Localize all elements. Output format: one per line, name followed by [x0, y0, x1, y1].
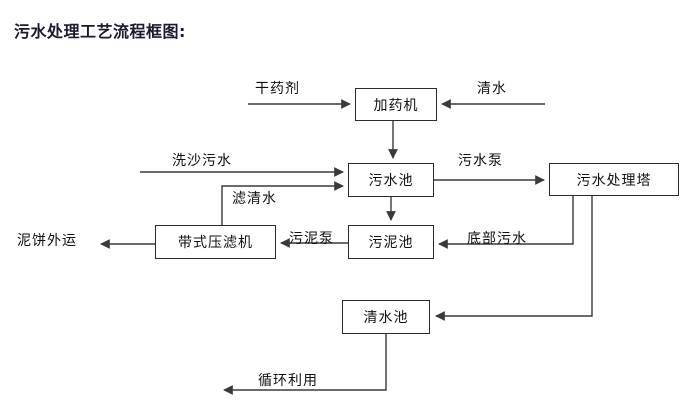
node-label: 带式压滤机 — [178, 235, 253, 251]
label-recycle-reuse: 循环利用 — [258, 373, 318, 389]
node-sludge-pool[interactable]: 污泥池 — [348, 225, 434, 259]
node-label: 污泥池 — [368, 235, 414, 251]
label-dry-reagent: 干药剂 — [255, 81, 300, 97]
node-dosing-machine[interactable]: 加药机 — [355, 88, 437, 121]
label-mud-cake-transport: 泥饼外运 — [17, 233, 77, 249]
label-sewage-pump: 污水泵 — [458, 153, 503, 169]
node-label: 清水池 — [363, 310, 409, 326]
connector-clean-water-pool-to-recycle — [223, 334, 387, 395]
node-label: 污水处理塔 — [576, 172, 652, 189]
node-label: 污水池 — [368, 173, 414, 189]
label-clean-water-in: 清水 — [477, 81, 507, 97]
label-sand-wash-sewage: 洗沙污水 — [172, 153, 232, 169]
node-sewage-pool[interactable]: 污水池 — [348, 163, 434, 197]
node-belt-filter-press[interactable]: 带式压滤机 — [155, 225, 276, 259]
node-clean-water-pool[interactable]: 清水池 — [342, 300, 430, 334]
node-label: 加药机 — [373, 97, 419, 114]
connector-tower-to-clean-water-pool — [435, 196, 593, 321]
label-filtered-clear-water: 滤清水 — [232, 191, 277, 207]
label-sludge-pump: 污泥泵 — [289, 231, 334, 247]
page-title: 污水处理工艺流程框图: — [14, 22, 186, 41]
label-bottom-sewage: 底部污水 — [467, 231, 527, 247]
connector-press-to-sewage-pool — [221, 181, 344, 225]
connector-tower-to-sludge-pool — [438, 196, 574, 249]
node-sewage-treatment-tower[interactable]: 污水处理塔 — [549, 163, 679, 196]
